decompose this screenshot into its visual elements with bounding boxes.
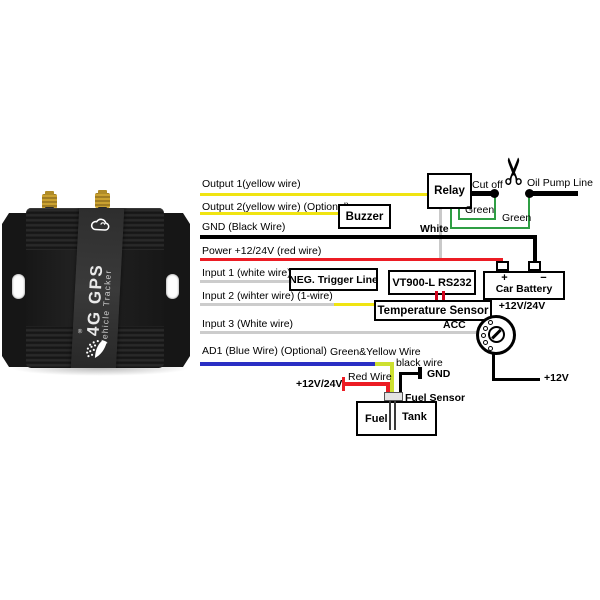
- wire-label-power: Power +12/24V (red wire): [202, 245, 322, 257]
- ignition-key-slot: [491, 328, 502, 340]
- ignition-switch-icon: [476, 315, 516, 355]
- ignition-position-dot: [488, 320, 493, 325]
- output1-yellow-wire: [200, 193, 427, 196]
- battery-terminal-minus: [528, 261, 541, 271]
- input2-white-wire: [200, 303, 334, 306]
- fuel-red-wire-v: [386, 382, 390, 393]
- fuel-sensor-probe-line-2: [394, 401, 396, 430]
- rs232-red-wire-2: [442, 291, 445, 300]
- cloud-icon: [90, 218, 110, 231]
- mounting-slot-left: [12, 274, 25, 299]
- power-red-wire: [200, 258, 503, 261]
- input2-yellow-wire: [334, 303, 374, 306]
- fuel-sensor-connector: [384, 392, 403, 401]
- relay-box: Relay: [427, 173, 472, 209]
- output2-yellow-wire: [200, 212, 338, 215]
- battery-minus-sign: −: [540, 272, 547, 284]
- green-yellow-wire-v: [390, 362, 394, 394]
- green-label-1: Green: [465, 204, 495, 216]
- battery-voltage-label: +12V/24V: [498, 300, 546, 312]
- device-center-stripe: 4G GPS Vehicle Tracker ®: [70, 208, 125, 368]
- green-yellow-wire-label: Green&Yellow Wire: [330, 346, 421, 358]
- neg-trigger-box: NEG. Trigger Line: [289, 268, 378, 291]
- acc-label: ACC: [443, 319, 466, 331]
- car-battery-box: + − Car Battery: [483, 271, 565, 300]
- ad1-blue-wire: [200, 362, 376, 366]
- ignition-voltage-label: +12V: [544, 372, 569, 384]
- green-label-2: Green: [502, 212, 532, 224]
- oil-pump-wire-end-dot: [525, 189, 534, 198]
- fuel-black-wire-v: [399, 372, 402, 393]
- neg-trigger-label: NEG. Trigger Line: [289, 273, 378, 286]
- fuel-red-wire-h: [342, 382, 390, 386]
- fuel-supply-voltage-label: +12V/24V: [296, 378, 343, 390]
- wire-label-output2: Output 2(yellow wire) (Optional): [202, 201, 350, 213]
- buzzer-label: Buzzer: [345, 210, 384, 223]
- rs232-red-wire-1: [435, 291, 438, 300]
- cutoff-wire-segment: [472, 191, 496, 196]
- green-wire-2-h: [450, 227, 530, 229]
- input3-white-wire: [200, 331, 478, 334]
- wire-label-gnd: GND (Black Wire): [202, 221, 286, 233]
- wire-label-output1: Output 1(yellow wire): [202, 178, 301, 190]
- input1-white-wire: [200, 280, 289, 283]
- brand-logo-icon: [86, 339, 107, 358]
- oil-pump-label: Oil Pump Line: [527, 177, 593, 189]
- antenna-tip-2: [98, 190, 107, 194]
- wire-label-input3: Input 3 (White wire): [202, 318, 294, 330]
- gnd-label: GND: [427, 368, 451, 380]
- relay-white-wire: [439, 205, 442, 260]
- gnd-black-wire-drop: [533, 235, 537, 263]
- car-battery-label: Car Battery: [495, 283, 553, 295]
- green-yellow-wire-h: [375, 362, 393, 366]
- green-wire-1-up: [494, 197, 496, 220]
- buzzer-box: Buzzer: [338, 204, 391, 229]
- red-wire-label: Red Wire: [348, 371, 392, 383]
- mounting-slot-right: [166, 274, 179, 299]
- green-wire-1-h: [458, 218, 496, 220]
- fuel-sensor-probe-line-1: [389, 401, 391, 430]
- temp-sensor-box: Temperature Sensor: [374, 300, 492, 321]
- ignition-position-dot: [488, 346, 493, 351]
- green-wire-1-v: [458, 205, 460, 220]
- vt900-box: VT900-L RS232: [388, 270, 476, 295]
- temp-sensor-label: Temperature Sensor: [377, 304, 489, 317]
- ignition-wire-h: [492, 378, 540, 381]
- gnd-black-wire: [200, 235, 537, 239]
- fuel-label: Fuel: [365, 413, 388, 425]
- ignition-wire-v: [492, 353, 495, 381]
- wire-label-input2: Input 2 (wihter wire) (1-wire): [202, 290, 333, 302]
- relay-label: Relay: [434, 185, 465, 197]
- green-wire-2-v: [450, 205, 452, 229]
- ground-symbol: [418, 367, 422, 379]
- tracker-device: 4G GPS Vehicle Tracker ®: [26, 208, 164, 368]
- black-wire-label: black wire: [396, 357, 443, 369]
- ignition-keyhole: [488, 326, 505, 343]
- ignition-position-dot: [483, 326, 488, 331]
- cutoff-wire-end-dot: [490, 189, 499, 198]
- oil-pump-wire-segment: [530, 191, 578, 196]
- wire-label-input1: Input 1 (white wire): [202, 267, 291, 279]
- cutoff-label: Cut off: [472, 179, 503, 191]
- antenna-connector-2: [95, 193, 110, 208]
- white-label: White: [420, 223, 449, 235]
- antenna-connector-1: [42, 194, 57, 209]
- fuel-black-wire-h: [399, 372, 418, 375]
- ignition-position-dot: [481, 333, 486, 338]
- ignition-position-dot: [483, 340, 488, 345]
- vt900-label: VT900-L RS232: [392, 276, 472, 289]
- battery-plus-sign: +: [501, 272, 508, 284]
- battery-terminal-plus: [496, 261, 509, 271]
- tank-label: Tank: [402, 411, 427, 423]
- antenna-tip-1: [45, 191, 54, 195]
- green-wire-2-up: [528, 197, 530, 229]
- wire-label-ad1: AD1 (Blue Wire) (Optional): [202, 345, 327, 357]
- fuel-tank-box: Fuel Tank: [356, 401, 437, 436]
